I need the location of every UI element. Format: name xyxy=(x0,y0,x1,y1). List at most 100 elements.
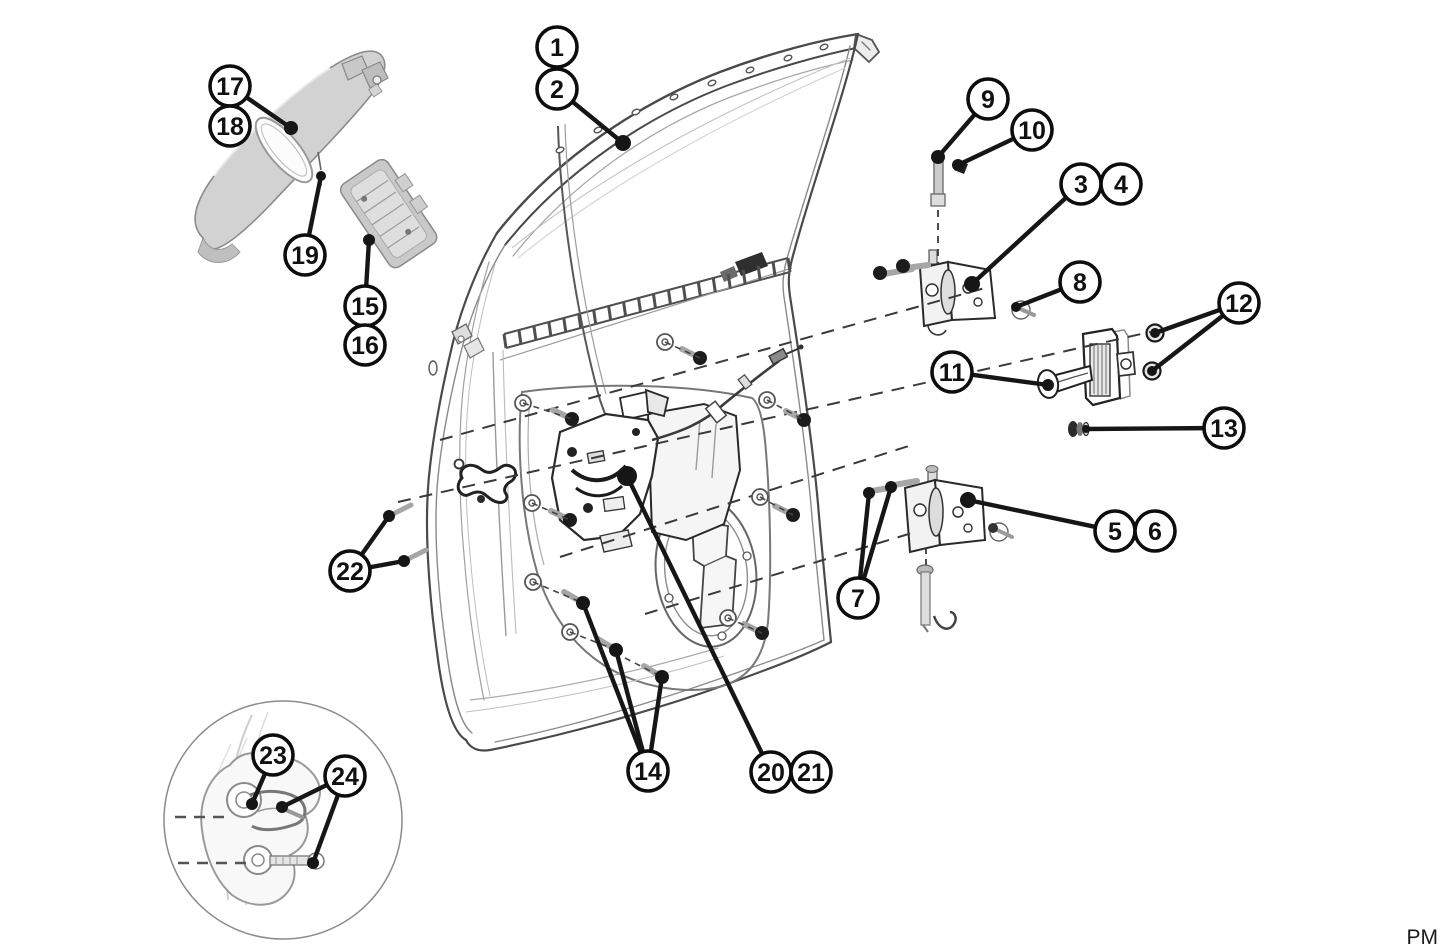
leader-dot xyxy=(960,492,976,508)
handle-bracket xyxy=(339,158,438,269)
leader-line xyxy=(860,484,894,583)
callout-circle xyxy=(930,350,974,394)
leader-line xyxy=(1152,306,1225,336)
callout-19: 19 xyxy=(283,171,327,277)
callout-number: 2 xyxy=(550,76,564,104)
callout-number: 9 xyxy=(981,86,995,114)
callout-circle xyxy=(1058,260,1102,304)
callout-number: 11 xyxy=(939,359,966,387)
callout-12: 12 xyxy=(1147,281,1261,376)
leader-dot xyxy=(383,510,395,522)
callout-10: 10 xyxy=(952,108,1054,171)
leader-line xyxy=(935,110,979,160)
callout-15: 15 xyxy=(343,234,387,328)
grommet-layer xyxy=(514,333,805,678)
callout-7: 7 xyxy=(836,481,897,620)
exterior-handle-trim xyxy=(194,50,389,263)
callout-number: 24 xyxy=(331,763,359,791)
leader-dot xyxy=(863,487,875,499)
leader-line xyxy=(568,98,626,146)
leader-dot xyxy=(316,171,326,181)
callout-number: 13 xyxy=(1210,415,1238,443)
callout-circle xyxy=(535,25,579,69)
callout-16: 16 xyxy=(343,323,387,367)
callout-number: 23 xyxy=(259,742,287,770)
callout-24: 24 xyxy=(276,754,367,869)
frame-plug-holes xyxy=(555,43,829,154)
callout-2: 2 xyxy=(535,67,631,151)
leader-line xyxy=(242,94,294,131)
callout-13: 13 xyxy=(1082,406,1246,450)
callout-circle xyxy=(328,549,372,593)
leader-dot xyxy=(1150,328,1160,338)
callout-11: 11 xyxy=(930,350,1054,394)
callout-number: 18 xyxy=(216,113,244,141)
leader-dot xyxy=(398,555,410,567)
callout-circle xyxy=(1202,406,1246,450)
callout-circle xyxy=(836,576,880,620)
leader-dot xyxy=(952,159,964,171)
callout-circle xyxy=(626,749,670,793)
callout-number: 7 xyxy=(851,585,865,613)
leader-dot xyxy=(615,135,631,151)
callout-5: 5 xyxy=(960,492,1137,553)
callout-circle xyxy=(251,733,295,777)
door-check-strap xyxy=(1036,327,1136,407)
leader-dot xyxy=(609,643,623,657)
leader-line xyxy=(648,674,665,756)
leader-line xyxy=(310,790,341,866)
leader-dot xyxy=(1042,379,1054,391)
callout-number: 5 xyxy=(1108,518,1122,546)
leader-line xyxy=(969,193,1070,287)
leader-dot xyxy=(576,596,590,610)
callout-number: 19 xyxy=(291,242,319,270)
leader-dot xyxy=(284,121,298,135)
callout-14: 14 xyxy=(576,596,670,793)
watermark: PM xyxy=(1407,926,1439,949)
callout-22: 22 xyxy=(328,510,410,593)
callout-number: 16 xyxy=(351,332,379,360)
callout-number: 1 xyxy=(550,34,564,62)
leader-dot xyxy=(885,481,897,493)
callout-number: 8 xyxy=(1073,269,1087,297)
callout-number: 6 xyxy=(1148,518,1162,546)
callout-circle xyxy=(535,67,579,111)
door-interior-lines xyxy=(465,57,851,713)
callout-17: 17 xyxy=(208,64,298,135)
callout-circle xyxy=(323,754,367,798)
callout-21: 21 xyxy=(789,750,833,794)
leader-dot xyxy=(276,801,288,813)
leader-line xyxy=(965,497,1100,530)
leader-dot xyxy=(363,234,375,246)
leader-dot xyxy=(246,798,258,810)
inner-release-handle xyxy=(453,458,518,504)
latch-cable xyxy=(651,344,804,442)
callout-circle xyxy=(1217,281,1261,325)
callout-circle xyxy=(283,233,327,277)
leader-dot xyxy=(1011,302,1021,312)
callout-18: 18 xyxy=(208,104,252,148)
leader-line xyxy=(358,513,392,559)
callout-number: 15 xyxy=(351,293,379,321)
leader-line xyxy=(955,135,1018,168)
callout-number: 4 xyxy=(1114,171,1128,199)
leader-dot xyxy=(617,466,637,486)
leader-dot xyxy=(1147,366,1157,376)
callout-number: 12 xyxy=(1225,290,1253,318)
leader-dot xyxy=(307,857,319,869)
callout-circle xyxy=(208,104,252,148)
callout-number: 14 xyxy=(634,758,662,786)
callout-number: 21 xyxy=(797,759,825,787)
leader-line xyxy=(306,173,324,240)
leader-line xyxy=(967,372,1051,388)
callout-circle xyxy=(789,750,833,794)
leader-dot xyxy=(964,276,980,292)
leader-line xyxy=(1083,425,1209,432)
leader-line xyxy=(624,473,766,759)
leader-line xyxy=(279,781,332,810)
callout-4: 4 xyxy=(1099,162,1143,206)
callout-6: 6 xyxy=(1133,509,1177,553)
